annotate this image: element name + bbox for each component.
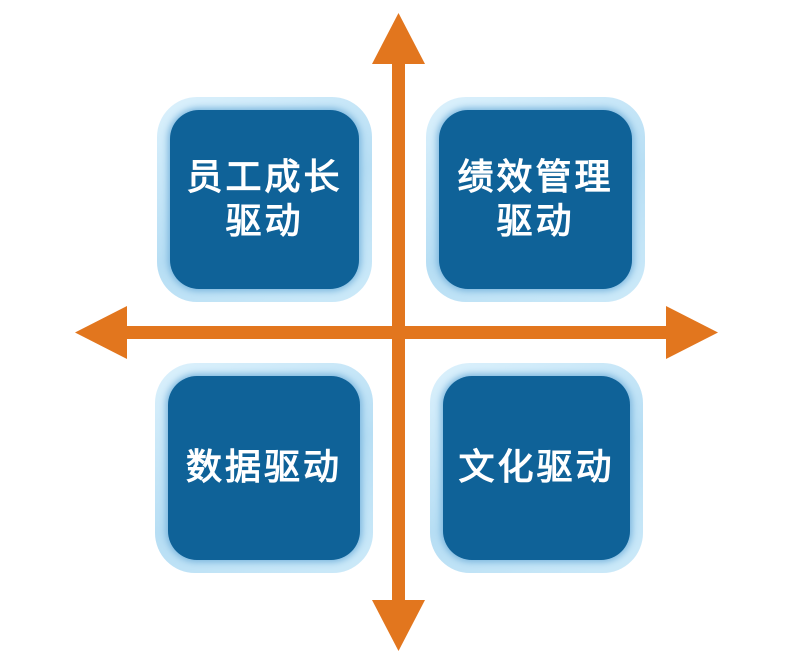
down-arrowhead-icon (372, 600, 425, 651)
quadrant-box-top-left: 员工成长 驱动 (157, 97, 372, 302)
quadrant-box-bottom-right-inner: 文化驱动 (443, 376, 630, 560)
quadrant-box-top-left-inner: 员工成长 驱动 (170, 110, 359, 289)
left-arrowhead-icon (75, 306, 127, 359)
quadrant-label-line: 绩效管理 (457, 156, 614, 198)
quadrant-box-bottom-left: 数据驱动 (155, 363, 373, 573)
quadrant-label-line: 驱动 (225, 200, 304, 242)
quadrant-box-top-right: 绩效管理 驱动 (426, 97, 645, 302)
right-arrowhead-icon (666, 306, 718, 359)
up-arrowhead-icon (372, 13, 425, 64)
quadrant-box-top-right-inner: 绩效管理 驱动 (439, 110, 632, 289)
quadrant-label-line: 驱动 (496, 200, 575, 242)
quadrant-label-line: 员工成长 (186, 156, 343, 198)
quadrant-label-line: 文化驱动 (458, 447, 615, 489)
vertical-axis-shaft (392, 60, 405, 606)
quadrant-box-bottom-right: 文化驱动 (430, 363, 643, 573)
quadrant-box-bottom-left-inner: 数据驱动 (168, 376, 360, 560)
quadrant-label-line: 数据驱动 (185, 447, 342, 489)
